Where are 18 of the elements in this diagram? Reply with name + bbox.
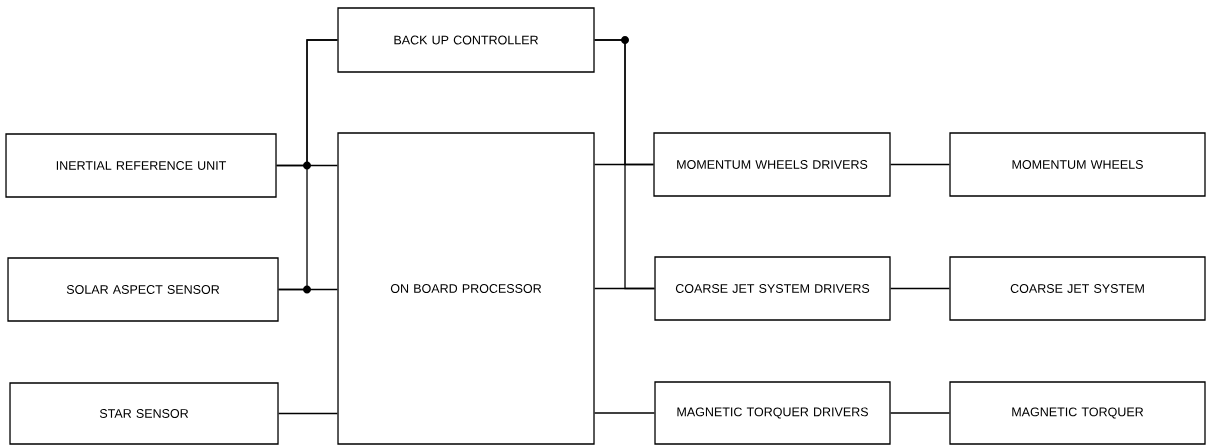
connector-line (278, 39, 338, 291)
block-box: SOLAR ASPECT SENSOR (7, 257, 279, 322)
block-box: MOMENTUM WHEELS (949, 132, 1206, 197)
block-box: COARSE JET SYSTEM (949, 256, 1206, 321)
connector-line (594, 412, 655, 414)
block-box: MAGNETIC TORQUER (949, 381, 1206, 445)
connector-line (278, 412, 338, 415)
block-box: ON BOARD PROCESSOR (337, 132, 595, 445)
block-box: INERTIAL REFERENCE UNIT (5, 133, 277, 198)
block-box: MAGNETIC TORQUER DRIVERS (654, 381, 891, 445)
block-box: COARSE JET SYSTEM DRIVERS (654, 256, 891, 321)
connector-line (890, 412, 950, 414)
connector-line (594, 39, 655, 290)
connector-line (890, 163, 950, 166)
block-box: MOMENTUM WHEELS DRIVERS (653, 132, 891, 197)
connector-line (890, 287, 950, 290)
block-box: STAR SENSOR (9, 382, 279, 445)
block-box: BACK UP CONTROLLER (337, 7, 595, 73)
